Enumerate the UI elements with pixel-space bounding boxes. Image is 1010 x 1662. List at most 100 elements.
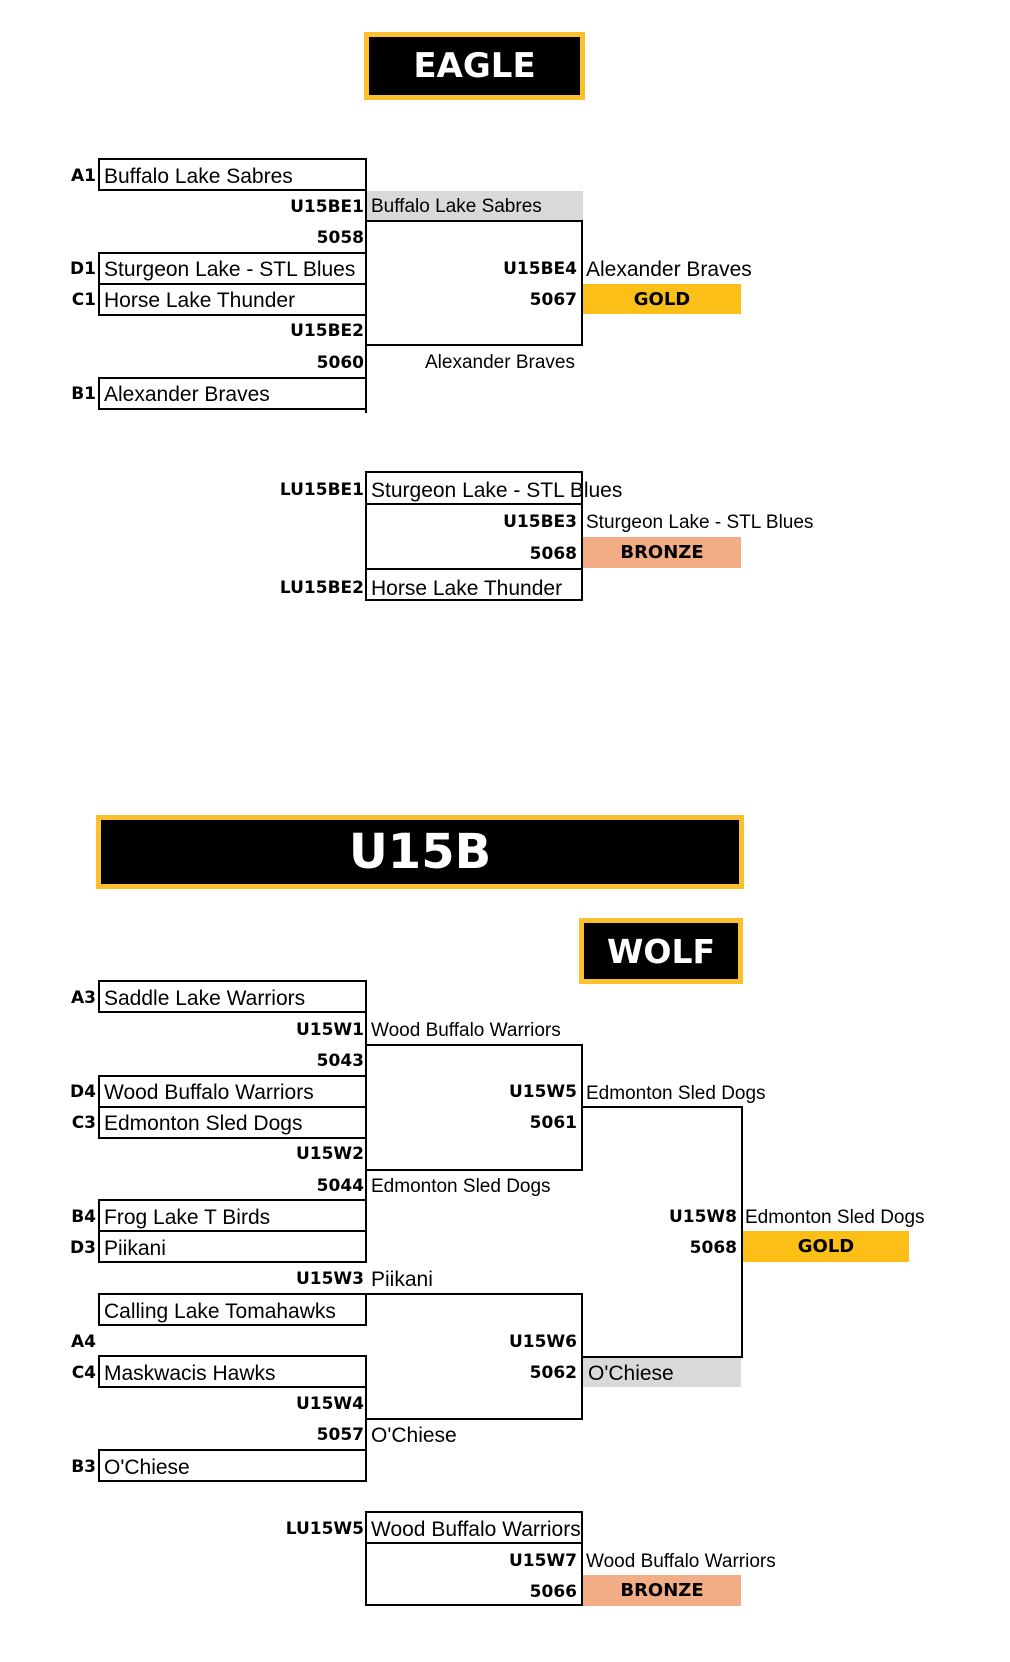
slot-a3-team: Saddle Lake Warriors	[104, 987, 306, 1010]
seed-a4: A4	[71, 1332, 96, 1352]
wolf-title: WOLF	[606, 931, 716, 971]
seed-d4: D4	[70, 1082, 96, 1102]
game-w3-code: U15W3	[295, 1269, 364, 1289]
line-w1-top	[365, 1044, 583, 1046]
line-l5-bottom	[365, 1604, 583, 1606]
game-e2-number: 5060	[316, 353, 364, 373]
slot-b1	[98, 377, 367, 410]
line-l1-right	[581, 471, 583, 601]
gold-medal-wolf: GOLD	[743, 1231, 909, 1262]
game-e4-code: U15BE4	[503, 259, 577, 279]
slot-d4-team: Wood Buffalo Warriors	[104, 1081, 314, 1104]
line-l1-left	[365, 471, 367, 601]
seed-d3: D3	[70, 1238, 96, 1258]
slot-b4-team: Frog Lake T Birds	[104, 1206, 271, 1229]
seed-c3: C3	[71, 1113, 96, 1133]
game-e4-number: 5067	[529, 290, 577, 310]
division-title: U15B	[348, 824, 492, 880]
game-w5-winner: Edmonton Sled Dogs	[586, 1083, 766, 1104]
cons-w7-winner: Wood Buffalo Warriors	[586, 1551, 776, 1572]
seed-c1: C1	[71, 290, 96, 310]
bronze-medal-wolf: BRONZE	[583, 1575, 741, 1606]
cons-l5-team: Wood Buffalo Warriors	[371, 1518, 581, 1541]
cons-w7-number: 5066	[529, 1582, 577, 1602]
game-e2-code: U15BE2	[290, 321, 364, 341]
line-e-bottom	[365, 344, 583, 346]
cons-l1-team: Sturgeon Lake - STL Blues	[371, 479, 623, 502]
game-w6-code: U15W6	[508, 1332, 577, 1352]
line-l5-mid	[365, 1542, 583, 1544]
line-l5-left	[365, 1511, 367, 1605]
cons-l1-code: LU15BE1	[279, 480, 364, 500]
slot-d3-team: Piikani	[104, 1237, 166, 1260]
game-w2-number: 5044	[316, 1176, 364, 1196]
line-w4-bottom	[365, 1418, 583, 1420]
game-w8-number: 5068	[689, 1238, 737, 1258]
game-w8-code: U15W8	[668, 1207, 737, 1227]
game-w1-code: U15W1	[295, 1020, 364, 1040]
line-e-top	[365, 220, 583, 222]
seed-a1: A1	[71, 166, 96, 186]
seed-b1: B1	[71, 384, 96, 404]
game-w1-winner: Wood Buffalo Warriors	[371, 1020, 561, 1041]
game-w4-code: U15W4	[295, 1394, 364, 1414]
cons-w7-code: U15W7	[508, 1551, 577, 1571]
line-w6-join	[581, 1293, 583, 1420]
game-w5-code: U15W5	[508, 1082, 577, 1102]
game-e1-winner: Buffalo Lake Sabres	[371, 196, 542, 217]
line-e-final	[581, 220, 583, 346]
game-w5-number: 5061	[529, 1113, 577, 1133]
game-w6-number: 5062	[529, 1363, 577, 1383]
line-w2-bottom	[365, 1169, 583, 1171]
line-l5-right	[581, 1511, 583, 1605]
line-w3-top	[365, 1293, 583, 1295]
seed-d1: D1	[70, 259, 96, 279]
eagle-title-banner: EAGLE	[364, 32, 585, 100]
slot-c1-team: Horse Lake Thunder	[104, 289, 296, 312]
game-e4-winner: Alexander Braves	[586, 258, 752, 281]
seed-c4: C4	[71, 1363, 96, 1383]
cons-l5-code: LU15W5	[285, 1519, 364, 1539]
line-w3-right	[365, 1199, 367, 1262]
game-w4-winner: O'Chiese	[371, 1424, 457, 1447]
slot-a4-team: Calling Lake Tomahawks	[104, 1300, 336, 1323]
seed-b4: B4	[71, 1207, 96, 1227]
line-w5-out	[581, 1106, 743, 1108]
game-e1-code: U15BE1	[290, 197, 364, 217]
game-e2-winner: Alexander Braves	[425, 352, 575, 373]
game-w3-winner: Piikani	[371, 1268, 433, 1291]
seed-b3: B3	[71, 1457, 96, 1477]
game-e1-number: 5058	[316, 228, 364, 248]
slot-d1-team: Sturgeon Lake - STL Blues	[104, 258, 356, 281]
slot-c1	[98, 283, 367, 316]
slot-c4-team: Maskwacis Hawks	[104, 1362, 276, 1385]
slot-b3	[98, 1449, 367, 1482]
slot-b1-team: Alexander Braves	[104, 383, 270, 406]
line-l1-top	[365, 471, 583, 473]
cons-e3-winner: Sturgeon Lake - STL Blues	[586, 512, 814, 533]
cons-e3-code: U15BE3	[503, 512, 577, 532]
cons-e3-number: 5068	[529, 544, 577, 564]
slot-b3-team: O'Chiese	[104, 1456, 190, 1479]
game-w4-number: 5057	[316, 1425, 364, 1445]
game-w2-code: U15W2	[295, 1144, 364, 1164]
bronze-medal-eagle: BRONZE	[583, 537, 741, 568]
slot-a1-team: Buffalo Lake Sabres	[104, 165, 293, 188]
cons-l2-code: LU15BE2	[279, 578, 364, 598]
line-l5-top	[365, 1511, 583, 1513]
line-l2-bottom	[365, 599, 583, 601]
division-title-banner: U15B	[96, 815, 744, 889]
gold-medal-eagle: GOLD	[583, 284, 741, 314]
game-w6-winner: O'Chiese	[588, 1362, 674, 1385]
game-w8-winner: Edmonton Sled Dogs	[745, 1207, 925, 1228]
slot-a4	[98, 1293, 367, 1326]
game-e1-winner-fill	[367, 191, 583, 221]
eagle-title: EAGLE	[413, 46, 536, 86]
line-w6-out	[581, 1356, 743, 1358]
wolf-title-banner: WOLF	[579, 918, 743, 984]
line-l1-mid	[365, 503, 583, 505]
slot-c3-team: Edmonton Sled Dogs	[104, 1112, 303, 1135]
line-final-join	[741, 1106, 743, 1356]
seed-a3: A3	[71, 988, 96, 1008]
